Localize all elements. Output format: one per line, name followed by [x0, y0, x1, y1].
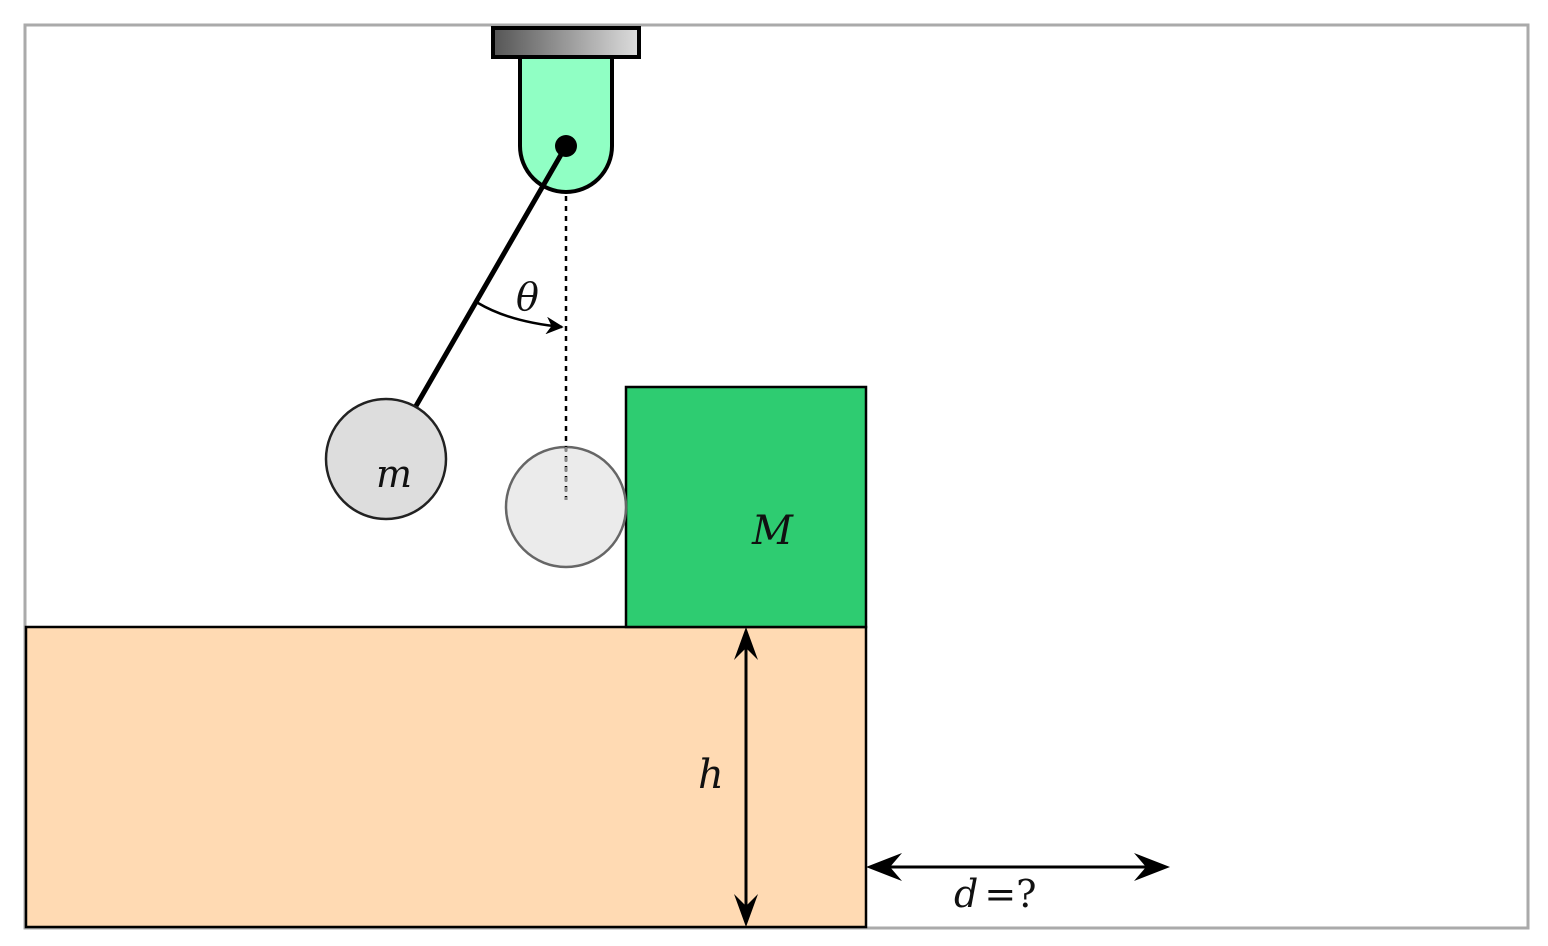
theta-angle-arc — [477, 301, 564, 335]
height-arrow-head-bottom — [734, 894, 758, 927]
distance-question: =? — [984, 872, 1036, 916]
height-arrow-head-top — [734, 627, 758, 660]
small-mass-label: m — [376, 452, 412, 496]
ball-rest-position — [504, 445, 628, 569]
table-block — [24, 625, 868, 929]
distance-arrow-head-right — [1134, 853, 1170, 881]
distance-label: d=? — [954, 872, 1037, 916]
distance-arrow-head-left — [866, 853, 902, 881]
pivot-housing — [518, 55, 614, 194]
distance-variable: d — [954, 872, 978, 916]
pendulum-rod — [413, 144, 569, 408]
height-label: h — [698, 752, 724, 798]
theta-label: θ — [516, 275, 539, 319]
ceiling-mount-plate — [491, 26, 641, 59]
pivot-point — [555, 135, 577, 157]
large-mass-label: M — [751, 508, 794, 554]
large-mass-block — [624, 385, 868, 629]
ball-swung — [324, 397, 448, 521]
